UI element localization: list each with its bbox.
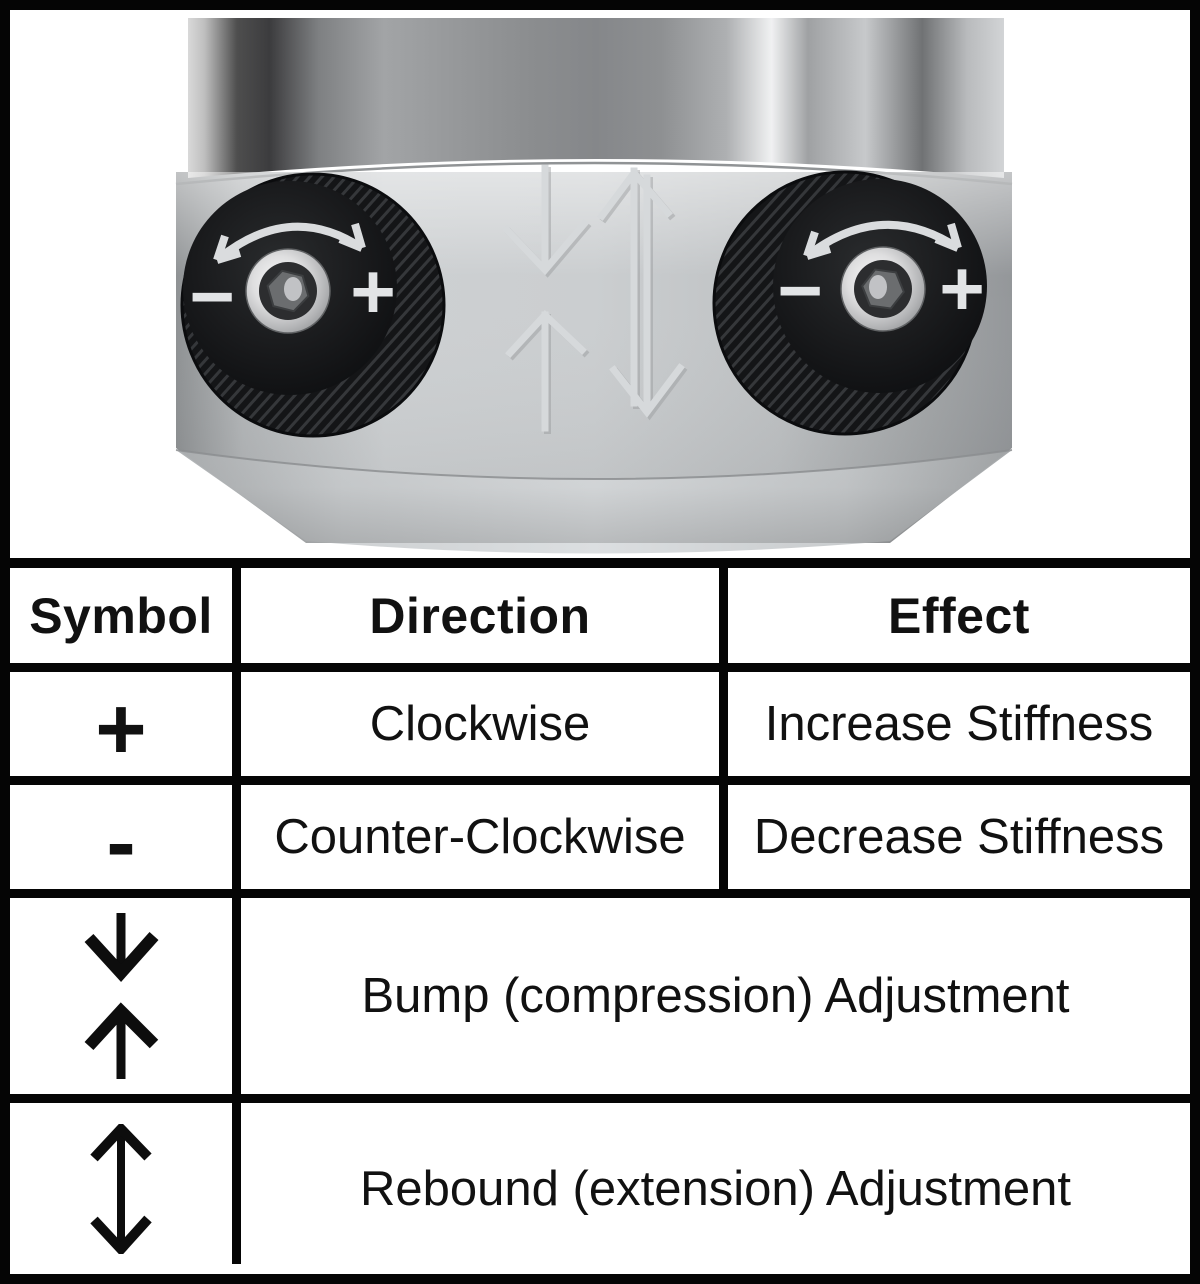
minus-mark: − <box>189 252 235 340</box>
curved-double-arrow-icon <box>213 222 366 264</box>
rebound-adjustment-cell: Rebound (extension) Adjustment <box>241 1103 1190 1274</box>
etched-symbols <box>502 164 688 434</box>
bump-adjustment-cell: Bump (compression) Adjustment <box>241 898 1190 1094</box>
symbol-cell-plus: + <box>10 672 232 776</box>
direction-cell: Clockwise <box>241 672 719 776</box>
left-adjuster-knob: − + <box>180 172 446 438</box>
header-cell-direction: Direction <box>241 568 719 663</box>
header-cell-effect: Effect <box>728 568 1190 663</box>
effect-cell: Increase Stiffness <box>728 672 1190 776</box>
header-cell-symbol: Symbol <box>10 568 232 663</box>
symbol-cell-bump <box>10 898 232 1094</box>
rebound-extension-arrow-icon <box>90 1123 152 1254</box>
extension-arrow-icon <box>597 167 685 418</box>
bump-compression-arrows-icon <box>84 913 159 1079</box>
symbol-cell-rebound <box>10 1103 232 1274</box>
hex-highlight <box>869 275 887 299</box>
hex-highlight <box>284 277 302 301</box>
compression-arrows-icon <box>502 164 589 432</box>
direction-cell: Counter-Clockwise <box>241 785 719 889</box>
plus-mark: + <box>350 247 396 335</box>
adjustment-table: Symbol Direction Effect + Clockwise Incr… <box>10 558 1190 1274</box>
symbol-cell-minus: - <box>10 785 232 889</box>
effect-cell: Decrease Stiffness <box>728 785 1190 889</box>
right-adjuster-knob: − + <box>712 170 987 436</box>
minus-mark: − <box>777 246 823 334</box>
upper-tube <box>188 18 1004 178</box>
shock-absorber-photo: − + − + <box>10 10 1190 558</box>
plus-mark: + <box>939 244 985 332</box>
shock-body <box>175 18 1013 554</box>
curved-double-arrow-icon <box>803 220 962 260</box>
shock-photo-canvas: − + − + <box>175 18 1013 554</box>
